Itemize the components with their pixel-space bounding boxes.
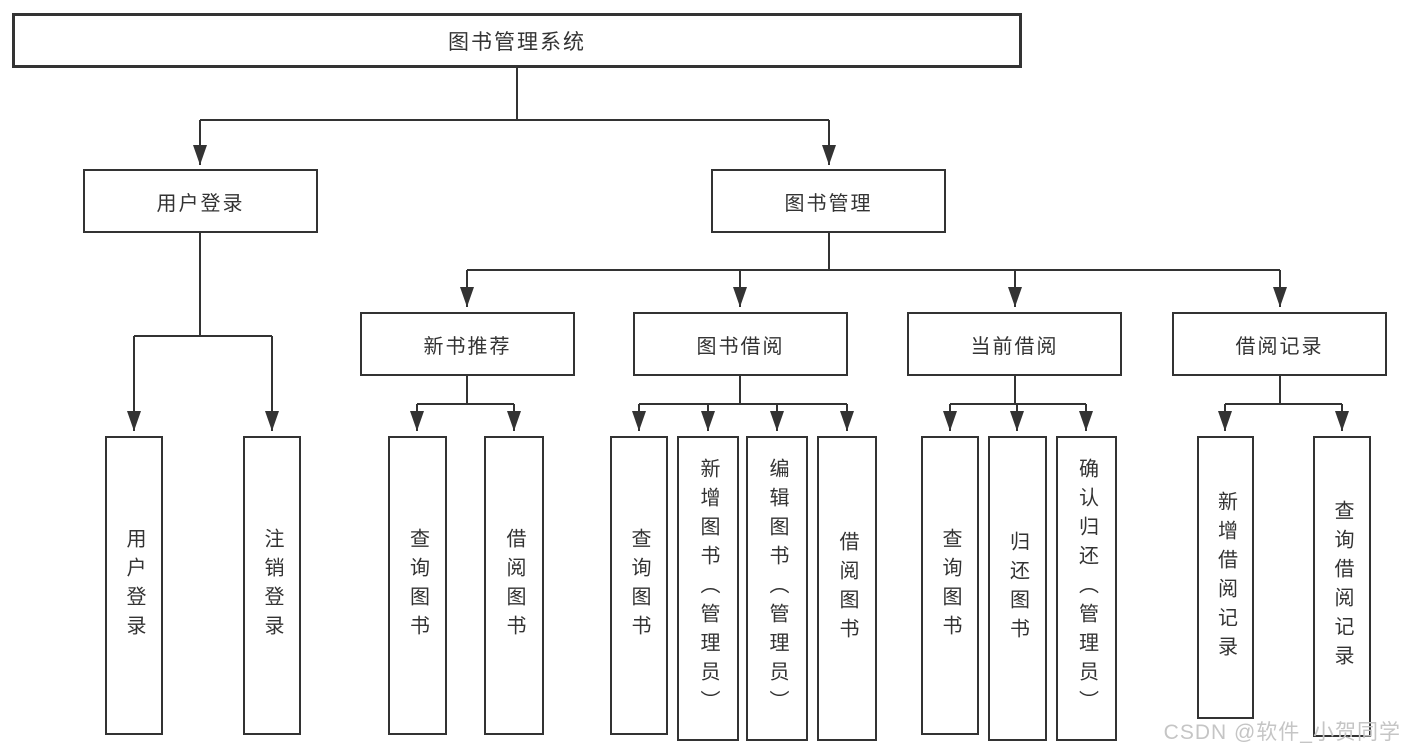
leaf-user-login: 用户登录 xyxy=(105,436,163,735)
leaf-return-books: 归还图书 xyxy=(988,436,1047,741)
node-borrow-records: 借阅记录 xyxy=(1172,312,1387,376)
leaf-add-borrow-record: 新增借阅记录 xyxy=(1197,436,1254,719)
leaf-current-query-books: 查询图书 xyxy=(921,436,979,735)
leaf-logout: 注销登录 xyxy=(243,436,301,735)
node-book-management: 图书管理 xyxy=(711,169,946,233)
leaf-borrow-query-books: 查询图书 xyxy=(610,436,668,735)
node-new-book-recommend: 新书推荐 xyxy=(360,312,575,376)
leaf-query-borrow-record: 查询借阅记录 xyxy=(1313,436,1371,737)
node-current-borrow: 当前借阅 xyxy=(907,312,1122,376)
leaf-recommend-query-books: 查询图书 xyxy=(388,436,447,735)
leaf-recommend-borrow-books: 借阅图书 xyxy=(484,436,544,735)
leaf-borrow-books: 借阅图书 xyxy=(817,436,877,741)
csdn-watermark: CSDN @软件_小贺同学 xyxy=(1163,721,1401,744)
connector-skeleton xyxy=(134,68,1342,405)
leaf-add-books-admin: 新增图书（管理员） xyxy=(677,436,739,741)
node-book-borrow: 图书借阅 xyxy=(633,312,848,376)
leaf-confirm-return-admin: 确认归还（管理员） xyxy=(1056,436,1117,741)
node-root: 图书管理系统 xyxy=(12,13,1022,68)
leaf-edit-books-admin: 编辑图书（管理员） xyxy=(746,436,808,741)
node-user-login: 用户登录 xyxy=(83,169,318,233)
